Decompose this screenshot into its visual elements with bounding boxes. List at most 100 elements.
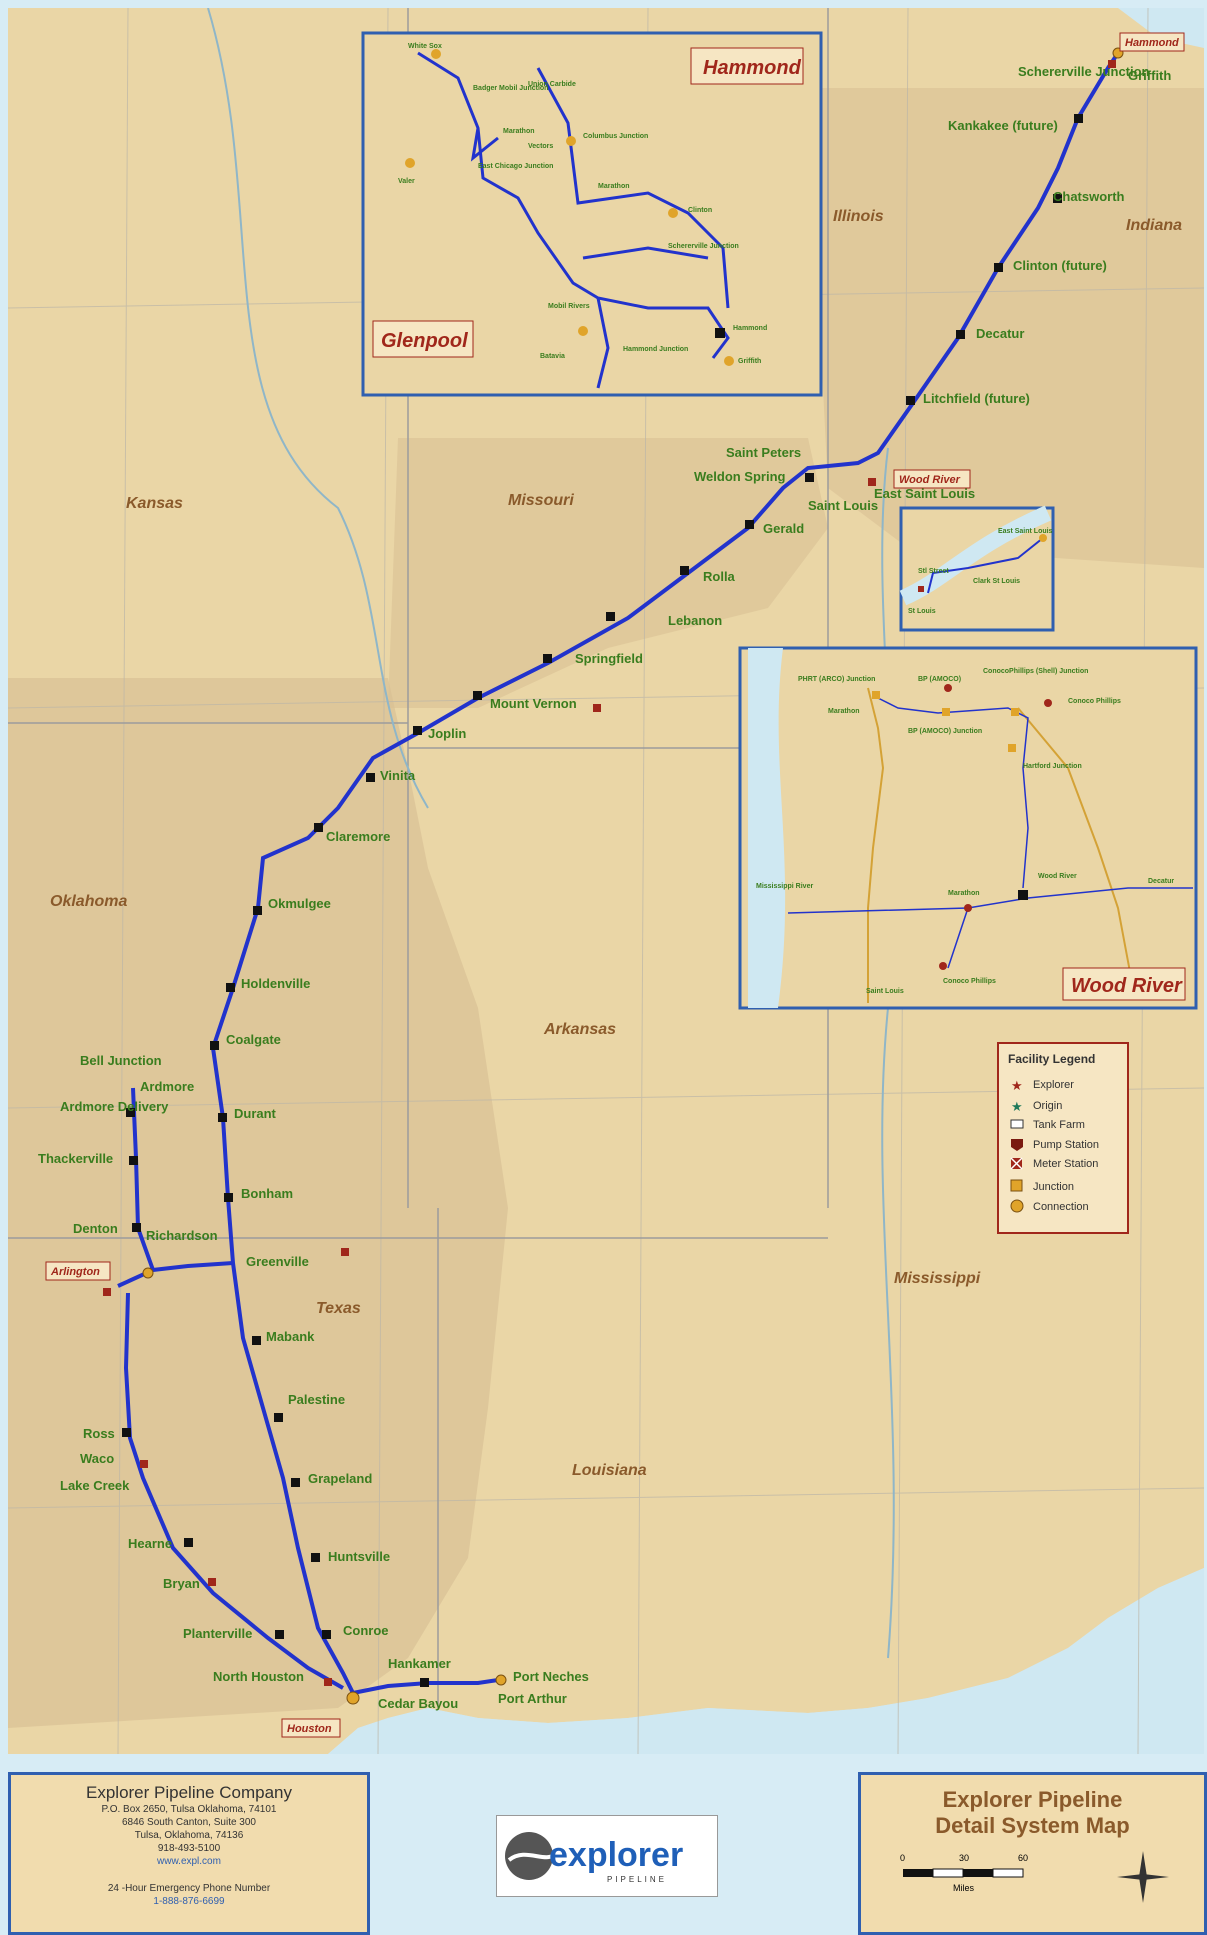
tag-wood-river: Wood River bbox=[899, 474, 961, 486]
tag-hammond: Hammond bbox=[1125, 37, 1179, 49]
pump-holdenville bbox=[226, 983, 235, 992]
svg-text:Meter Station: Meter Station bbox=[1033, 1158, 1098, 1170]
svg-text:Saint Louis: Saint Louis bbox=[866, 988, 904, 995]
city-kankakee: Kankakee (future) bbox=[948, 118, 1058, 133]
city-bonham: Bonham bbox=[241, 1186, 293, 1201]
state-mississippi: Mississippi bbox=[894, 1270, 981, 1287]
pump-mt-vernon bbox=[473, 691, 482, 700]
city-okmulgee: Okmulgee bbox=[268, 896, 331, 911]
svg-text:Griffith: Griffith bbox=[738, 358, 761, 365]
city-labels: Schererville Junction Griffith Kankakee … bbox=[38, 64, 1171, 1711]
north-arrow-icon bbox=[1116, 1851, 1169, 1903]
pump-claremore bbox=[314, 823, 323, 832]
state-missouri: Missouri bbox=[508, 492, 574, 509]
pump-ardmore bbox=[126, 1108, 135, 1117]
pump-palestine bbox=[274, 1413, 283, 1422]
map-title-line-1: Explorer Pipeline bbox=[942, 1787, 1123, 1812]
inset-wood-river-title: Wood River bbox=[1071, 975, 1183, 997]
city-north-houston: North Houston bbox=[213, 1669, 304, 1684]
pump-durant bbox=[218, 1113, 227, 1122]
pump-coalgate bbox=[210, 1041, 219, 1050]
city-mabank: Mabank bbox=[266, 1329, 315, 1344]
svg-text:Marathon: Marathon bbox=[503, 128, 535, 135]
legend-title: Facility Legend bbox=[1008, 1052, 1095, 1066]
pump-conroe bbox=[322, 1630, 331, 1639]
svg-text:Decatur: Decatur bbox=[1148, 878, 1174, 885]
svg-text:Explorer: Explorer bbox=[1033, 1079, 1074, 1091]
svg-text:Connection: Connection bbox=[1033, 1201, 1089, 1213]
meter-stations bbox=[103, 60, 1116, 1686]
state-arkansas: Arkansas bbox=[543, 1021, 616, 1038]
pump-springfield bbox=[543, 654, 552, 663]
city-lake-creek: Lake Creek bbox=[60, 1478, 130, 1493]
map-title-line-2: Detail System Map bbox=[935, 1813, 1130, 1838]
city-grapeland: Grapeland bbox=[308, 1471, 372, 1486]
company-info-panel: Explorer Pipeline Company P.O. Box 2650,… bbox=[8, 1772, 370, 1935]
svg-text:PHRT (ARCO) Junction: PHRT (ARCO) Junction bbox=[798, 676, 875, 683]
inset-east-stl: East Saint Louis Stl Street Clark St Lou… bbox=[899, 505, 1055, 632]
svg-text:St Louis: St Louis bbox=[908, 608, 936, 615]
svg-text:Hartford Junction: Hartford Junction bbox=[1023, 763, 1082, 770]
city-joplin: Joplin bbox=[428, 726, 466, 741]
city-huntsville: Huntsville bbox=[328, 1549, 390, 1564]
city-schererville: Schererville Junction bbox=[1018, 64, 1150, 79]
logo-brand: explorer bbox=[549, 1836, 683, 1874]
scale-bar: 0 30 60 Miles bbox=[900, 1851, 1169, 1903]
company-name: Explorer Pipeline Company bbox=[86, 1783, 292, 1802]
pump-gerald bbox=[745, 520, 754, 529]
city-springfield: Springfield bbox=[575, 651, 643, 666]
svg-text:White Sox: White Sox bbox=[408, 43, 442, 50]
city-clinton: Clinton (future) bbox=[1013, 258, 1107, 273]
state-louisiana: Louisiana bbox=[572, 1462, 647, 1479]
state-kansas: Kansas bbox=[126, 495, 183, 512]
pipeline-waco-branch bbox=[123, 1292, 344, 1690]
city-port-neches: Port Neches bbox=[513, 1669, 589, 1684]
svg-text:East Chicago Junction: East Chicago Junction bbox=[478, 163, 553, 170]
pump-decatur bbox=[956, 330, 965, 339]
pump-grapeland bbox=[291, 1478, 300, 1487]
svg-text:Marathon: Marathon bbox=[598, 183, 630, 190]
city-claremore: Claremore bbox=[326, 829, 390, 844]
svg-text:Valer: Valer bbox=[398, 178, 415, 185]
pump-lebanon bbox=[606, 612, 615, 621]
city-litchfield: Litchfield (future) bbox=[923, 391, 1030, 406]
city-bell-junction: Bell Junction bbox=[80, 1053, 162, 1068]
pipeline-dfw-branch bbox=[117, 1087, 234, 1288]
logo-sub: PIPELINE bbox=[607, 1875, 667, 1884]
company-website-link[interactable]: www.expl.com bbox=[157, 1856, 221, 1867]
pump-rolla bbox=[680, 566, 689, 575]
svg-text:ConocoPhillips (Shell) Junctio: ConocoPhillips (Shell) Junction bbox=[983, 668, 1088, 675]
city-cedar-bayou: Cedar Bayou bbox=[378, 1696, 458, 1711]
pump-thackerville bbox=[129, 1156, 138, 1165]
svg-text:BP (AMOCO) Junction: BP (AMOCO) Junction bbox=[908, 728, 982, 735]
facility-legend: Facility Legend ★ Explorer ★ Origin Tank… bbox=[997, 1042, 1129, 1234]
inset-glenpool-title: Glenpool bbox=[381, 330, 468, 352]
svg-text:Tank Farm: Tank Farm bbox=[1033, 1119, 1085, 1131]
svg-text:Miles: Miles bbox=[953, 1883, 975, 1893]
legend-tank-icon bbox=[1010, 1119, 1024, 1129]
city-palestine: Palestine bbox=[288, 1392, 345, 1407]
city-ardmore: Ardmore bbox=[140, 1079, 194, 1094]
system-map: Kansas Missouri Illinois Indiana Oklahom… bbox=[8, 8, 1204, 1754]
pump-kankakee bbox=[1074, 114, 1083, 123]
address-line-2: 6846 South Canton, Suite 300 bbox=[122, 1817, 256, 1828]
city-denton: Denton bbox=[73, 1221, 118, 1236]
svg-text:Conoco Phillips: Conoco Phillips bbox=[1068, 698, 1121, 705]
city-bryan: Bryan bbox=[163, 1576, 200, 1591]
pump-joplin bbox=[413, 726, 422, 735]
pump-vinita bbox=[366, 773, 375, 782]
city-ross: Ross bbox=[83, 1426, 115, 1441]
legend-pump-icon bbox=[1011, 1139, 1023, 1151]
city-durant: Durant bbox=[234, 1106, 277, 1121]
inset-hammond-title: Hammond bbox=[703, 57, 802, 79]
city-ardmore-delivery: Ardmore Delivery bbox=[60, 1099, 169, 1114]
address-line-4: 918-493-5100 bbox=[157, 1843, 221, 1854]
legend-connection-icon bbox=[1010, 1199, 1024, 1213]
legend-junction-icon bbox=[1010, 1179, 1023, 1192]
city-saint-peters: Saint Peters bbox=[726, 445, 801, 460]
svg-text:BP (AMOCO): BP (AMOCO) bbox=[918, 676, 961, 683]
tag-arlington: Arlington bbox=[50, 1266, 100, 1278]
city-holdenville: Holdenville bbox=[241, 976, 310, 991]
svg-text:Conoco Phillips: Conoco Phillips bbox=[943, 978, 996, 985]
